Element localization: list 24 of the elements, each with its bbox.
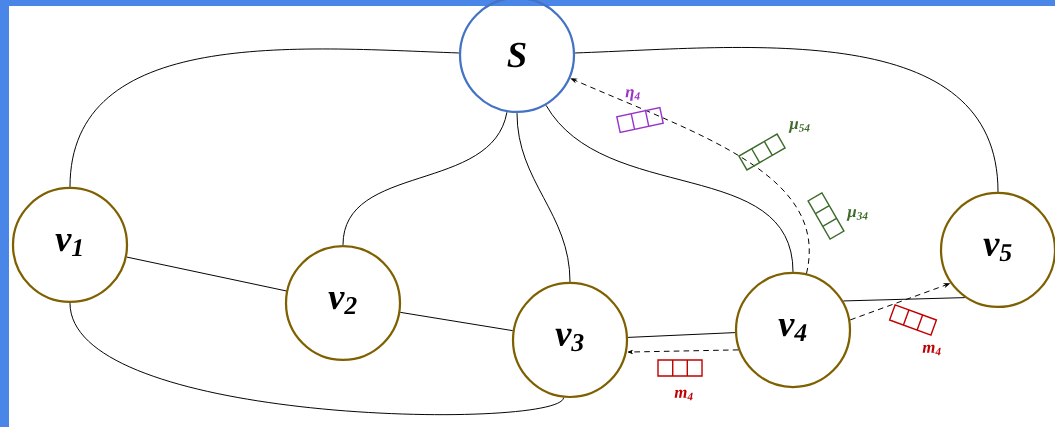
graph-edge bbox=[342, 111, 508, 246]
graph-edge bbox=[842, 297, 966, 302]
graph-edge bbox=[545, 104, 794, 273]
dashed-arrow bbox=[627, 349, 739, 354]
graph-node: ν$_{1}$ bbox=[11, 186, 129, 304]
graph-node: ν$_{4}$ bbox=[734, 271, 852, 389]
graph-edge bbox=[126, 256, 287, 292]
dashed-arrow bbox=[849, 283, 950, 321]
graph-edge bbox=[627, 332, 736, 338]
graph-edge bbox=[69, 302, 565, 416]
message-label: μ$_{54}$ bbox=[788, 121, 810, 133]
graph-edge bbox=[69, 48, 460, 188]
graph-node: ν$_{2}$ bbox=[284, 244, 402, 362]
graph-node: ν$_{5}$ bbox=[939, 191, 1055, 309]
message-label: μ$_{34}$ bbox=[846, 209, 868, 221]
graph-edge bbox=[574, 47, 999, 193]
graph-edge bbox=[516, 112, 571, 283]
message-label: m$_{4}$ bbox=[674, 389, 693, 401]
dashed-arrow bbox=[571, 78, 810, 274]
graph-node: S bbox=[458, 0, 576, 114]
graph-edge bbox=[399, 311, 514, 332]
graph-node: ν$_{3}$ bbox=[511, 281, 629, 399]
message-label: η$_{4}$ bbox=[625, 89, 640, 101]
message-label: m$_{4}$ bbox=[922, 344, 941, 356]
